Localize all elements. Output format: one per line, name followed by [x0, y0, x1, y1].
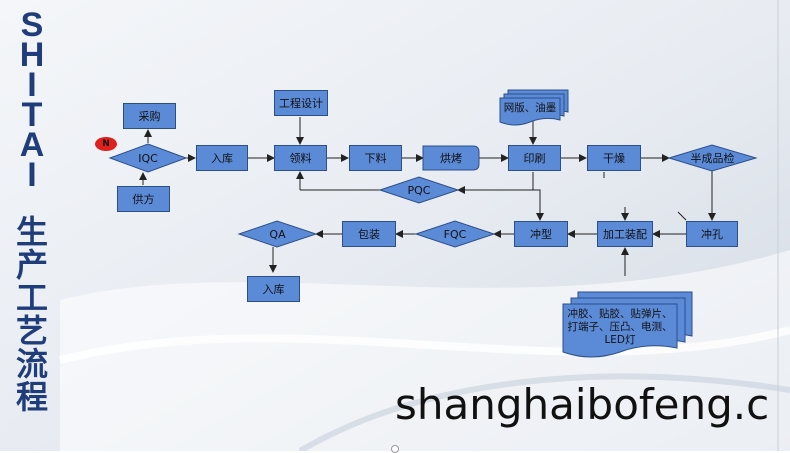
node-iqc: IQC: [138, 151, 158, 165]
node-gongfang: 供方: [117, 186, 170, 212]
node-hongkao: 烘烤: [440, 152, 462, 165]
parts-line-1: 冲胶、贴胶、贴弹片、: [567, 308, 673, 320]
node-fqc: FQC: [443, 227, 467, 241]
slide-dot: [391, 445, 399, 453]
node-ruku-1: 入库: [196, 145, 248, 171]
node-pqc: PQC: [407, 183, 431, 197]
half-product-diamond-shape: [667, 144, 758, 172]
node-ruku-2: 入库: [247, 276, 300, 302]
node-lingliao: 领料: [274, 145, 327, 171]
node-caigou: 采购: [123, 103, 176, 129]
node-baozhuang: 包装: [342, 221, 396, 247]
node-jiagong: 加工装配: [597, 221, 653, 247]
node-chongxing: 冲型: [514, 221, 568, 247]
node-yinshua: 印刷: [508, 145, 561, 171]
node-parts-doc: 冲胶、贴胶、贴弹片、 打端子、压凸、电测、 LED灯: [563, 308, 677, 347]
node-xialiao: 下料: [349, 145, 402, 171]
node-qa: QA: [269, 227, 286, 241]
bake-shape: [422, 145, 480, 171]
iqc-diamond-shape: [108, 143, 188, 173]
n-badge: N: [95, 137, 117, 151]
node-wangban: 网版、油墨: [503, 102, 557, 114]
watermark: shanghaibofeng.c: [395, 380, 770, 429]
node-banchengpin: 半成品检: [690, 152, 735, 165]
fqc-diamond-shape: [414, 220, 496, 248]
node-gongcheng: 工程设计: [274, 90, 328, 116]
qa-diamond-shape: [237, 220, 318, 248]
parts-line-3: LED灯: [604, 334, 636, 346]
side-title-cn: 生产工艺流程: [15, 213, 48, 416]
node-ganzao: 干燥: [587, 145, 641, 171]
parts-line-2: 打端子、压凸、电测、: [567, 321, 673, 333]
pqc-diamond-shape: [378, 176, 460, 204]
node-chongkong: 冲孔: [686, 221, 738, 247]
